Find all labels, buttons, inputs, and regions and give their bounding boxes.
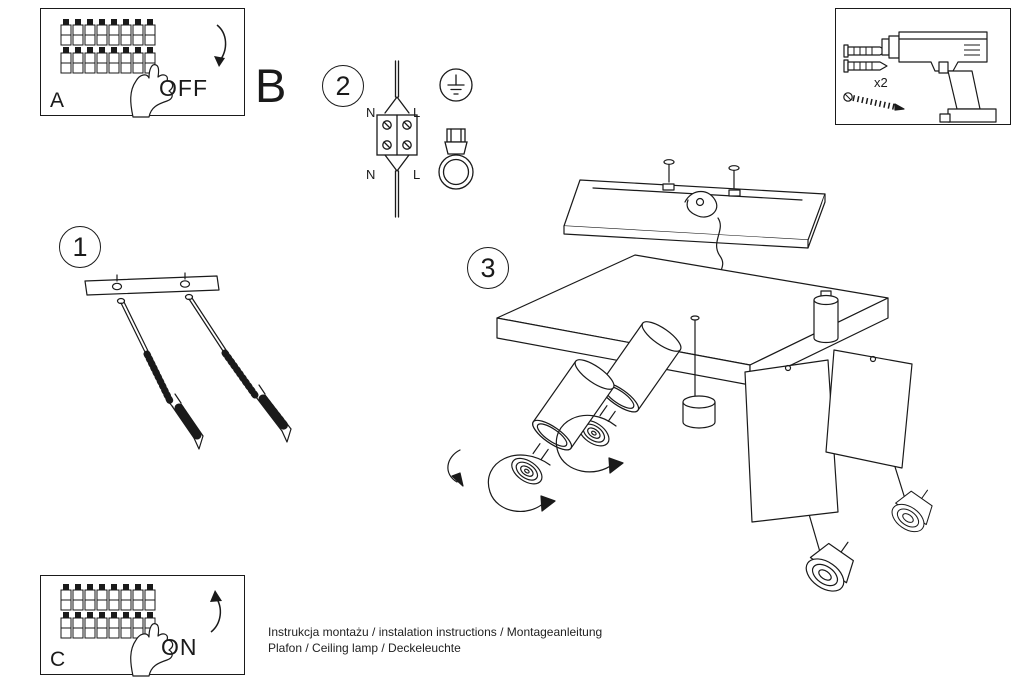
spot-cylinder-left-2 <box>511 359 615 485</box>
wire-label-n-bottom: N <box>366 167 375 182</box>
cable-fork-bottom <box>384 154 410 172</box>
flip-down-arrow-icon <box>214 24 227 67</box>
step-3-number: 3 <box>480 252 496 283</box>
cable-clamp-icon <box>438 128 474 190</box>
breaker-row-top <box>60 583 156 611</box>
breaker-panel-on-drawing <box>60 583 222 677</box>
mounting-bracket-drawing <box>84 272 292 450</box>
right-socket-cylinder <box>813 290 839 344</box>
hand-icon <box>130 64 174 118</box>
gu10-bulb-icon-2 <box>511 457 543 485</box>
step-3-badge: 3 <box>467 247 509 289</box>
step-1-number: 1 <box>72 231 88 262</box>
ceiling-canopy <box>563 159 826 279</box>
breaker-row-bottom <box>60 46 156 74</box>
hand-icon <box>130 623 174 677</box>
rotate-arrow-icon-3 <box>447 449 464 487</box>
breaker-panel-off-drawing <box>60 18 227 118</box>
bulb-neck <box>599 405 616 422</box>
wall-plug-icon-2 <box>843 59 888 73</box>
bulb-neck <box>532 443 549 460</box>
tools-drawing: x2 <box>843 31 997 123</box>
lamp-assembly-drawing <box>447 159 933 592</box>
on-label: ON <box>161 634 198 660</box>
rotate-arrow-icon-2 <box>487 454 556 512</box>
panel-a-letter: A <box>50 89 65 112</box>
cover-cylinder <box>682 395 716 429</box>
power-on-panel-box: ON C <box>40 575 245 677</box>
step-2-badge: 2 <box>322 65 364 107</box>
wire-label-n-top: N <box>366 105 375 120</box>
canopy-screw-icon <box>663 159 675 183</box>
canopy-screw-icon-2 <box>728 165 740 189</box>
square-cover-1 <box>744 359 839 523</box>
center-pin-icon <box>690 315 700 399</box>
spot-head-right-1 <box>805 541 854 592</box>
footer-line-2: Plafon / Ceiling lamp / Deckeleuchte <box>268 641 461 655</box>
plug-count-label: x2 <box>874 75 888 90</box>
cable-top <box>394 60 400 98</box>
panel-c-letter: C <box>50 648 66 671</box>
step-2-number: 2 <box>335 70 351 101</box>
breaker-row-bottom <box>60 611 156 639</box>
screw-with-anchor-left <box>116 297 204 450</box>
wall-plug-icon <box>843 44 888 58</box>
spot-head-right-2 <box>891 489 933 533</box>
step-1-badge: 1 <box>59 226 101 268</box>
mounting-bar <box>84 275 220 296</box>
section-b-letter: B <box>255 59 287 112</box>
wire-label-l-bottom: L <box>413 167 420 182</box>
wiring-diagram: N L N L <box>366 60 474 218</box>
power-off-panel-box: OFF A <box>40 8 245 118</box>
flip-up-arrow-icon <box>210 590 222 633</box>
earth-ground-icon <box>439 68 473 102</box>
square-cover-2 <box>825 349 913 469</box>
cable-bottom <box>394 170 400 218</box>
wire-label-l-top: L <box>413 105 420 120</box>
breaker-row-top <box>60 18 156 46</box>
drill-icon <box>881 31 997 123</box>
mounting-strap-icon <box>684 190 718 218</box>
cable-fork-top <box>384 96 410 114</box>
tools-box: x2 <box>835 8 1011 125</box>
off-label: OFF <box>159 75 208 101</box>
rotate-arrow-icon-1 <box>555 414 624 474</box>
footer-text: Instrukcja montażu / instalation instruc… <box>268 624 602 656</box>
footer-line-1: Instrukcja montażu / instalation instruc… <box>268 625 603 639</box>
screw-icon <box>843 92 905 111</box>
screw-with-anchor-right <box>184 293 292 443</box>
